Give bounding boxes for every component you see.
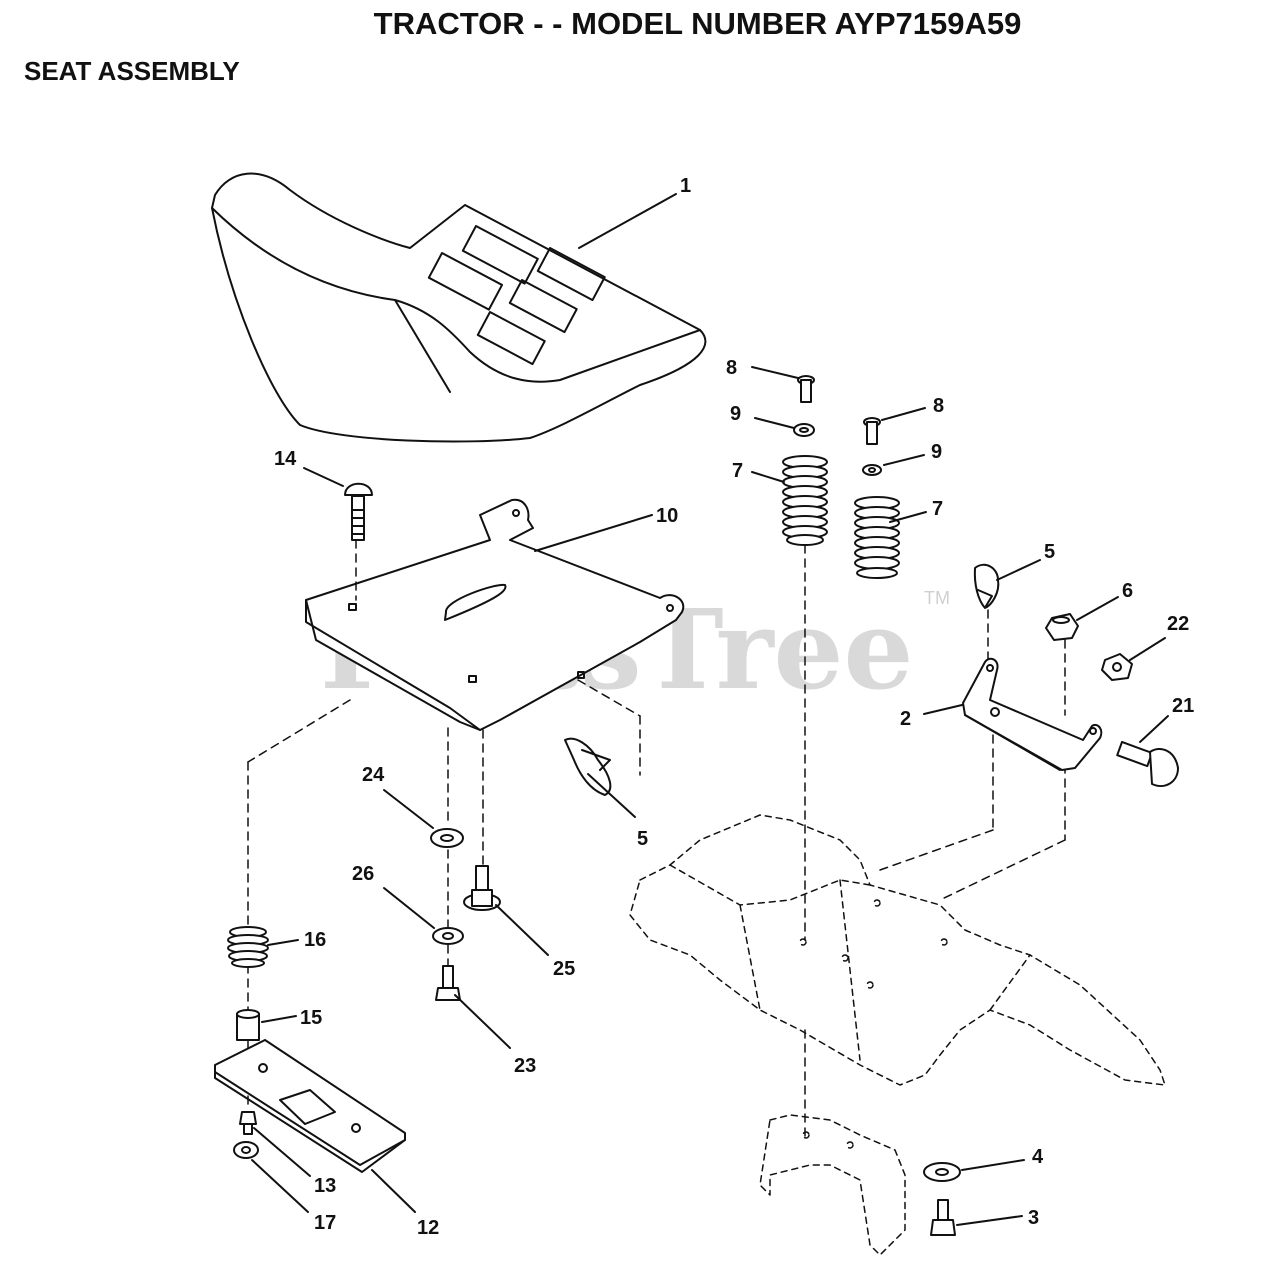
leader-8-left (751, 366, 799, 379)
callout-14: 14 (274, 448, 297, 470)
spring-7-left (782, 455, 828, 546)
leader-26 (383, 887, 435, 929)
callout-9-right: 9 (931, 441, 942, 463)
leader-14 (303, 467, 344, 487)
carriage-bolt (344, 482, 373, 541)
tractor-frame (629, 814, 1166, 1256)
bolt-3 (930, 1199, 956, 1236)
washer-24 (430, 828, 464, 848)
pivot-bracket (962, 657, 1103, 771)
bolt-8-right (863, 417, 881, 445)
leader-21 (1139, 715, 1169, 743)
callout-7-left: 7 (732, 460, 743, 482)
leader-4 (961, 1159, 1025, 1171)
page-title: TRACTOR - - MODEL NUMBER AYP7159A59 (373, 6, 1022, 41)
callout-23: 23 (514, 1055, 536, 1077)
nut-13 (239, 1111, 257, 1135)
callout-17: 17 (314, 1212, 336, 1234)
seat-clip-right (973, 563, 1000, 609)
seat (211, 172, 707, 443)
callout-25: 25 (553, 958, 575, 980)
leader-10 (534, 514, 653, 552)
callout-9-left: 9 (730, 403, 741, 425)
nut-22 (1101, 653, 1133, 681)
callout-5-left: 5 (637, 828, 648, 850)
watermark-tm: TM (924, 588, 950, 608)
leader-2 (923, 704, 963, 715)
washer-9-right (862, 464, 882, 476)
leader-7-right (889, 511, 927, 523)
leader-12 (371, 1169, 416, 1213)
washer-4 (923, 1162, 961, 1182)
leader-15 (261, 1015, 297, 1023)
leader-23 (454, 994, 511, 1049)
callout-10: 10 (656, 505, 678, 527)
seat-pan (305, 498, 685, 731)
callout-12: 12 (417, 1217, 439, 1239)
callout-21: 21 (1172, 695, 1194, 717)
leader-16 (267, 939, 299, 946)
section-title: SEAT ASSEMBLY (24, 56, 240, 86)
leader-13 (253, 1127, 311, 1177)
leader-5-left (587, 773, 636, 818)
callout-4: 4 (1032, 1146, 1044, 1168)
washer-9-left (793, 423, 815, 437)
leader-5-right (996, 559, 1041, 581)
leader-24 (383, 789, 434, 829)
leader-17 (251, 1159, 309, 1213)
callout-26: 26 (352, 863, 374, 885)
spacer-15 (236, 1009, 260, 1041)
seat-clip-left (564, 737, 612, 796)
bolt-8-left (797, 375, 815, 403)
leader-25 (495, 904, 549, 956)
callout-15: 15 (300, 1007, 322, 1029)
leader-8-right (881, 407, 926, 421)
callout-8-left: 8 (726, 357, 737, 379)
leader-7-left (751, 471, 785, 483)
shoulder-bolt-21 (1116, 741, 1179, 787)
hex-bolt-23 (435, 965, 461, 1001)
locknut-17 (233, 1141, 259, 1159)
leader-1 (578, 193, 677, 249)
callout-22: 22 (1167, 613, 1189, 635)
callout-6: 6 (1122, 580, 1133, 602)
leader-3 (956, 1215, 1023, 1226)
spring-7-right (854, 496, 900, 579)
callout-2: 2 (900, 708, 911, 730)
leader-6 (1076, 596, 1119, 621)
leader-9-right (883, 454, 925, 466)
callout-24: 24 (362, 764, 385, 786)
callout-5-right: 5 (1044, 541, 1055, 563)
washer-26 (432, 927, 464, 945)
callout-3: 3 (1028, 1207, 1039, 1229)
bracket-plate (214, 1039, 406, 1173)
callout-13: 13 (314, 1175, 336, 1197)
callout-8-right: 8 (933, 395, 944, 417)
callout-7-right: 7 (932, 498, 943, 520)
callout-1: 1 (680, 175, 691, 197)
spring-16 (227, 926, 269, 968)
shoulder-bolt (463, 865, 501, 911)
hex-nut-6 (1045, 613, 1079, 641)
leader-9-left (754, 417, 795, 429)
leader-22 (1129, 637, 1166, 661)
callout-16: 16 (304, 929, 326, 951)
